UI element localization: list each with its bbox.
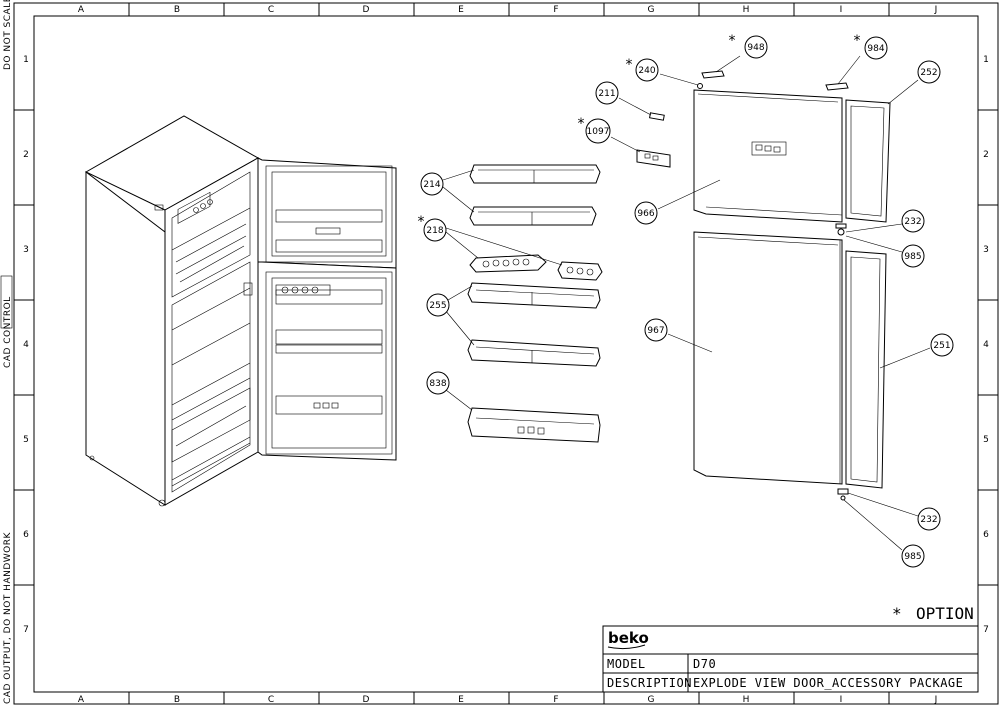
hinge-232-upper <box>837 228 845 236</box>
part-211-latch <box>649 112 665 121</box>
description-value: EXPLODE VIEW DOOR_ACCESSORY PACKAGE <box>693 676 963 690</box>
open-fridge-door <box>243 261 397 461</box>
zone-col-f: F <box>553 5 558 15</box>
egg-tray-218-left <box>469 254 547 273</box>
zone-col-b-bottom: B <box>174 695 180 705</box>
option-star-948: * <box>729 33 736 49</box>
description-label: DESCRIPTION <box>607 676 692 690</box>
cad-control-box <box>0 275 13 329</box>
callout-838-label: 838 <box>429 379 446 389</box>
callout-214-label: 214 <box>423 180 440 190</box>
freezer-gasket-252 <box>845 99 891 223</box>
callout-985-upper-label: 985 <box>904 252 921 262</box>
callout-985-lower-label: 985 <box>904 552 921 562</box>
zone-col-d-bottom: D <box>363 695 370 705</box>
door-shelf-214-lower <box>469 206 597 226</box>
bottle-shelf-838 <box>467 407 601 443</box>
legend-option-text: OPTION <box>916 604 974 623</box>
callouts: 948 * 984 * 240 * 252 211 1097 * 214 <box>418 33 954 568</box>
callout-948-label: 948 <box>747 43 764 53</box>
door-shelf-255-upper <box>467 282 601 309</box>
refrigerator-cabinet <box>84 115 260 507</box>
zone-row-1-right: 1 <box>983 55 989 65</box>
part-240-pin <box>697 83 703 89</box>
zone-labels-left: 1 2 3 4 5 6 7 <box>23 55 29 635</box>
open-freezer-door <box>257 157 397 269</box>
zone-row-5: 5 <box>23 435 29 445</box>
zone-col-d: D <box>363 5 370 15</box>
hinge-232-lower <box>837 488 849 501</box>
callout-232-lower-label: 232 <box>920 515 937 525</box>
brand-logo: beko <box>608 629 649 647</box>
zone-col-b: B <box>174 5 180 15</box>
drawing-frame <box>13 2 999 705</box>
zone-row-2: 2 <box>23 150 29 160</box>
option-star-984: * <box>854 33 861 49</box>
logo-swoosh <box>607 644 646 650</box>
model-value: D70 <box>693 657 716 671</box>
door-shelf-214-upper <box>469 164 601 184</box>
fridge-door-967 <box>693 231 843 485</box>
zone-col-a: A <box>78 5 85 15</box>
callout-967-label: 967 <box>647 326 664 336</box>
zone-col-j: J <box>934 5 938 15</box>
hinge-985-upper <box>835 223 847 229</box>
zone-row-6: 6 <box>23 530 29 540</box>
part-984-cover <box>825 82 849 91</box>
zone-labels-right: 1 2 3 4 5 6 7 <box>983 55 989 635</box>
callout-218-label: 218 <box>426 226 443 236</box>
callout-232-upper-label: 232 <box>904 217 921 227</box>
zone-col-c: C <box>268 5 274 15</box>
zone-row-3: 3 <box>23 245 29 255</box>
zone-row-4: 4 <box>23 340 29 350</box>
zone-col-a-bottom: A <box>78 695 85 705</box>
callout-1097-label: 1097 <box>587 127 610 137</box>
zone-row-1: 1 <box>23 55 29 65</box>
callout-240-label: 240 <box>638 66 655 76</box>
side-text-cad-control: CAD CONTROL <box>3 296 13 368</box>
door-shelf-255-lower <box>467 339 601 367</box>
part-1097-display <box>636 149 671 168</box>
zone-labels-bottom: A B C D E F G H I J <box>78 695 937 705</box>
zone-col-f-bottom: F <box>553 695 558 705</box>
callout-211-label: 211 <box>598 89 615 99</box>
side-text-cad-output: CAD OUTPUT, DO NOT HANDWORK <box>3 531 13 704</box>
zone-row-7-right: 7 <box>983 625 989 635</box>
zone-col-j-bottom: J <box>934 695 938 705</box>
zone-col-g-bottom: G <box>648 695 655 705</box>
zone-row-2-right: 2 <box>983 150 989 160</box>
zone-row-4-right: 4 <box>983 340 989 350</box>
zone-col-i-bottom: I <box>840 695 843 705</box>
freezer-door-966 <box>693 89 843 223</box>
model-label: MODEL <box>607 657 646 671</box>
callout-251-label: 251 <box>933 341 950 351</box>
zone-row-7: 7 <box>23 625 29 635</box>
zone-col-e: E <box>458 5 464 15</box>
zone-col-c-bottom: C <box>268 695 274 705</box>
zone-labels-top: A B C D E F G H I J <box>78 5 937 15</box>
legend-option-symbol: * <box>892 604 902 623</box>
option-star-1097: * <box>578 116 585 132</box>
option-star-218: * <box>418 214 425 230</box>
fridge-gasket-251 <box>845 250 887 489</box>
option-legend: * OPTION <box>892 604 974 623</box>
zone-row-5-right: 5 <box>983 435 989 445</box>
egg-tray-218-right <box>557 261 603 281</box>
title-block: beko MODEL D70 DESCRIPTION EXPLODE VIEW … <box>602 625 979 693</box>
zone-col-g: G <box>648 5 655 15</box>
callout-966-label: 966 <box>637 209 654 219</box>
zone-col-e-bottom: E <box>458 695 464 705</box>
zone-row-6-right: 6 <box>983 530 989 540</box>
callout-984-label: 984 <box>867 44 884 54</box>
callout-252-label: 252 <box>920 68 937 78</box>
zone-col-i: I <box>840 5 843 15</box>
part-948-cover <box>701 70 725 79</box>
zone-row-3-right: 3 <box>983 245 989 255</box>
side-text-do-not-scale: DO NOT SCALE <box>3 0 13 70</box>
zone-col-h-bottom: H <box>743 695 750 705</box>
zone-col-h: H <box>743 5 750 15</box>
option-star-240: * <box>626 57 633 73</box>
callout-255-label: 255 <box>429 301 446 311</box>
